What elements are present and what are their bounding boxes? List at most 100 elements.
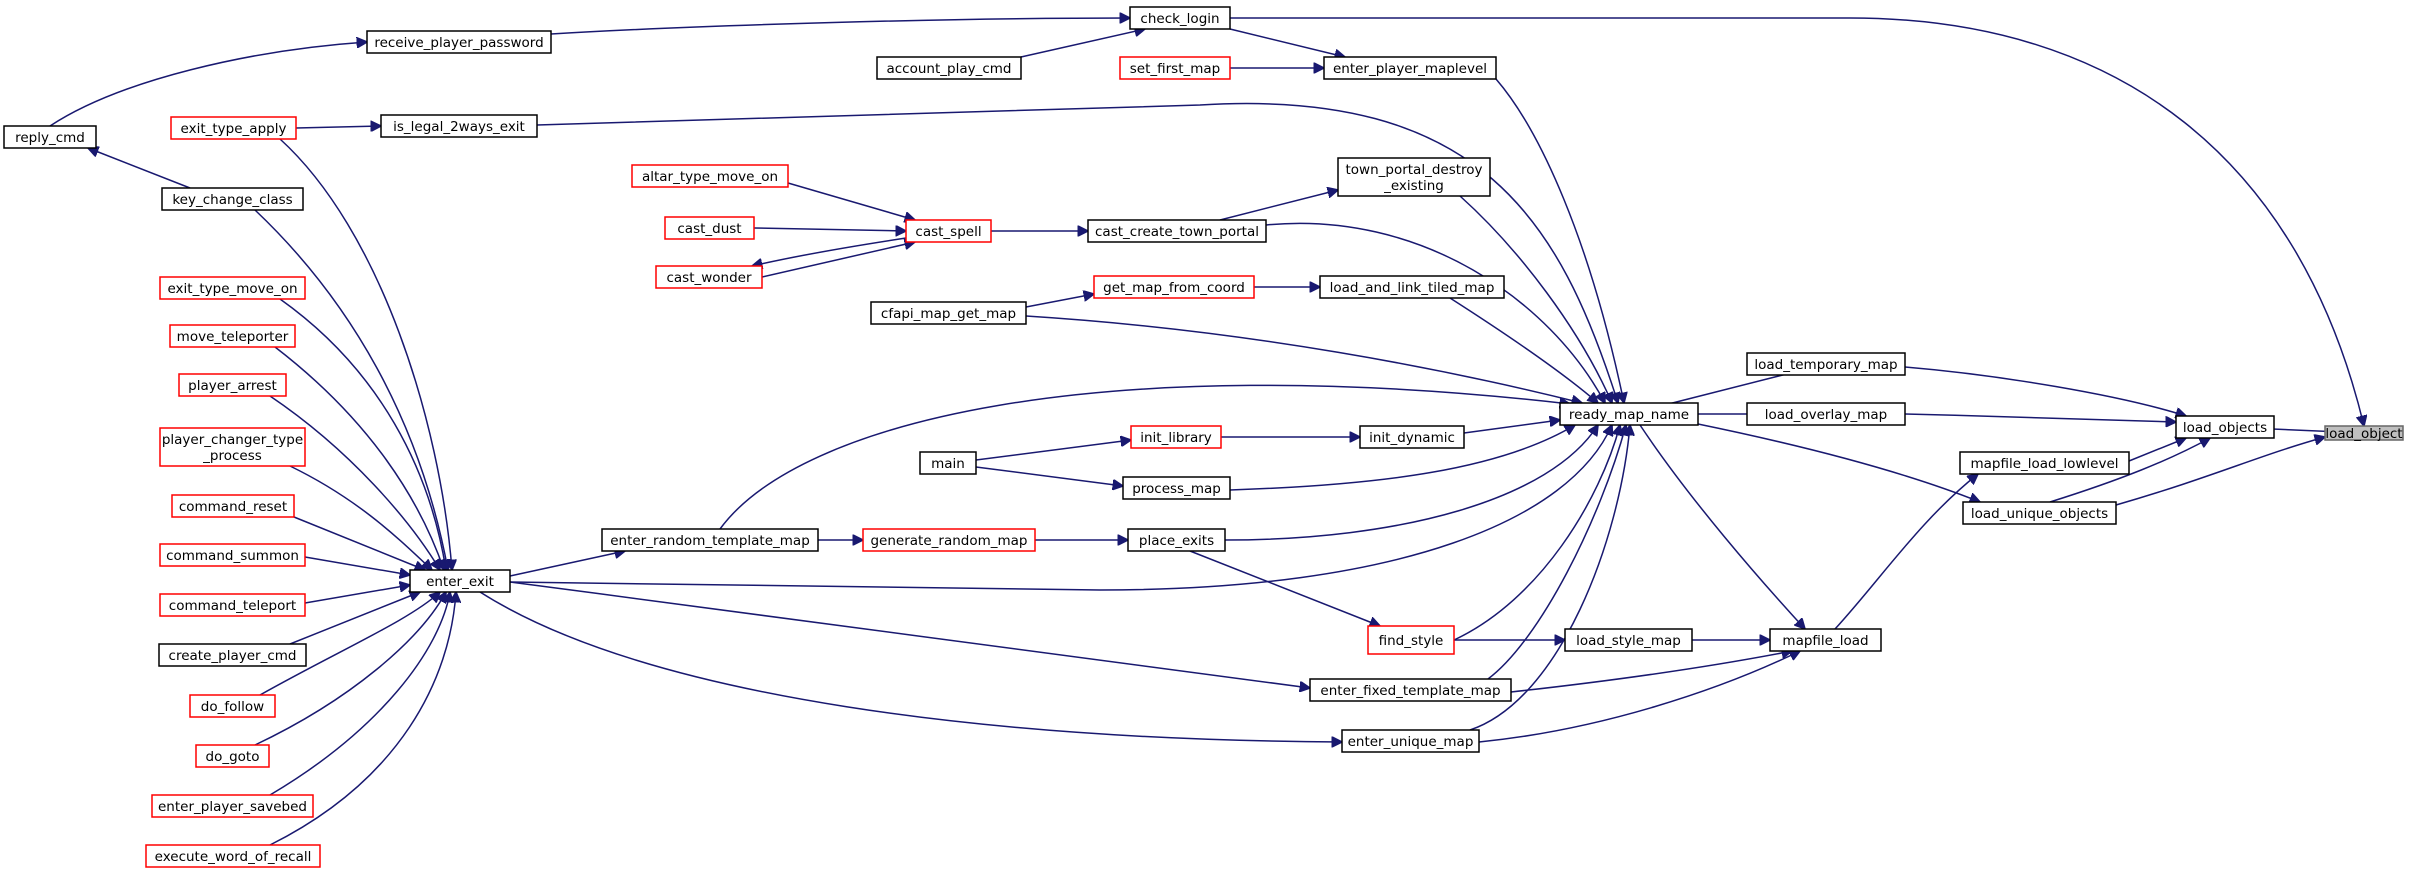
node-box[interactable]: [631, 164, 789, 188]
node-box[interactable]: [664, 216, 755, 240]
node-command-summon[interactable]: command_summon: [159, 543, 306, 567]
node-box[interactable]: [1337, 157, 1491, 197]
node-box[interactable]: [145, 844, 321, 868]
node-mapfile-load-lowlevel[interactable]: mapfile_load_lowlevel: [1959, 451, 2130, 475]
node-process-map[interactable]: process_map: [1122, 476, 1231, 500]
node-command-teleport[interactable]: command_teleport: [159, 593, 306, 617]
node-box[interactable]: [1559, 402, 1699, 426]
node-mapfile-load[interactable]: mapfile_load: [1769, 628, 1882, 652]
node-enter-exit[interactable]: enter_exit: [409, 569, 511, 593]
node-box[interactable]: [655, 265, 763, 289]
node-box[interactable]: [1367, 625, 1455, 655]
node-box[interactable]: [1319, 275, 1505, 299]
node-box[interactable]: [1359, 425, 1465, 449]
node-place-exits[interactable]: place_exits: [1127, 528, 1226, 552]
node-command-reset[interactable]: command_reset: [171, 494, 295, 518]
node-do-follow[interactable]: do_follow: [189, 694, 276, 718]
node-execute-word-of-recall[interactable]: execute_word_of_recall: [145, 844, 321, 868]
node-box[interactable]: [1746, 402, 1906, 426]
node-box[interactable]: [1959, 451, 2130, 475]
node-load-overlay-map[interactable]: load_overlay_map: [1746, 402, 1906, 426]
node-cfapi-map-get-map[interactable]: cfapi_map_get_map: [870, 301, 1027, 325]
node-box[interactable]: [1093, 275, 1255, 299]
node-enter-unique-map[interactable]: enter_unique_map: [1341, 729, 1480, 753]
node-box[interactable]: [151, 794, 314, 818]
node-cast-create-town-portal[interactable]: cast_create_town_portal: [1087, 219, 1267, 243]
node-box[interactable]: [601, 528, 819, 552]
node-exit-type-apply[interactable]: exit_type_apply: [170, 116, 297, 140]
node-enter-fixed-template-map[interactable]: enter_fixed_template_map: [1309, 678, 1512, 702]
node-box[interactable]: [169, 324, 296, 348]
node-box[interactable]: [1119, 56, 1231, 80]
node-is-legal-2ways-exit[interactable]: is_legal_2ways_exit: [380, 114, 538, 138]
node-account-play-cmd[interactable]: account_play_cmd: [876, 56, 1022, 80]
node-main[interactable]: main: [919, 451, 977, 475]
node-box[interactable]: [161, 187, 304, 211]
node-generate-random-map[interactable]: generate_random_map: [862, 528, 1036, 552]
node-receive-player-password[interactable]: receive_player_password: [366, 30, 552, 54]
node-box[interactable]: [1962, 501, 2117, 525]
node-box[interactable]: [158, 643, 307, 667]
node-ready-map-name[interactable]: ready_map_name: [1559, 402, 1699, 426]
node-load-and-link-tiled-map[interactable]: load_and_link_tiled_map: [1319, 275, 1505, 299]
node-player-arrest[interactable]: player_arrest: [178, 373, 287, 397]
node-load-unique-objects[interactable]: load_unique_objects: [1962, 501, 2117, 525]
node-box[interactable]: [1122, 476, 1231, 500]
node-init-library[interactable]: init_library: [1130, 425, 1222, 449]
node-box[interactable]: [1129, 6, 1231, 30]
node-enter-random-template-map[interactable]: enter_random_template_map: [601, 528, 819, 552]
node-load-object[interactable]: load_object: [2324, 425, 2404, 442]
node-box[interactable]: [1323, 56, 1497, 80]
node-box[interactable]: [1769, 628, 1882, 652]
node-box[interactable]: [195, 744, 270, 768]
node-do-goto[interactable]: do_goto: [195, 744, 270, 768]
node-load-objects[interactable]: load_objects: [2175, 415, 2275, 439]
node-set-first-map[interactable]: set_first_map: [1119, 56, 1231, 80]
node-box[interactable]: [159, 543, 306, 567]
node-check-login[interactable]: check_login: [1129, 6, 1231, 30]
node-box[interactable]: [1746, 352, 1906, 376]
node-box[interactable]: [1087, 219, 1267, 243]
node-box[interactable]: [171, 494, 295, 518]
node-box[interactable]: [1341, 729, 1480, 753]
node-box[interactable]: [170, 116, 297, 140]
node-box[interactable]: [2324, 425, 2404, 441]
node-enter-player-maplevel[interactable]: enter_player_maplevel: [1323, 56, 1497, 80]
node-create-player-cmd[interactable]: create_player_cmd: [158, 643, 307, 667]
node-exit-type-move-on[interactable]: exit_type_move_on: [159, 276, 306, 300]
node-player-changer-type-process[interactable]: player_changer_type_process: [159, 427, 306, 467]
node-box[interactable]: [3, 125, 97, 149]
node-move-teleporter[interactable]: move_teleporter: [169, 324, 296, 348]
node-box[interactable]: [159, 276, 306, 300]
node-init-dynamic[interactable]: init_dynamic: [1359, 425, 1465, 449]
node-cast-wonder[interactable]: cast_wonder: [655, 265, 763, 289]
node-box[interactable]: [1130, 425, 1222, 449]
node-box[interactable]: [380, 114, 538, 138]
node-box[interactable]: [905, 219, 992, 243]
node-box[interactable]: [409, 569, 511, 593]
node-box[interactable]: [178, 373, 287, 397]
node-find-style[interactable]: find_style: [1367, 625, 1455, 655]
node-key-change-class[interactable]: key_change_class: [161, 187, 304, 211]
node-enter-player-savebed[interactable]: enter_player_savebed: [151, 794, 314, 818]
node-reply-cmd[interactable]: reply_cmd: [3, 125, 97, 149]
node-box[interactable]: [1309, 678, 1512, 702]
node-town-portal-destroy-existing[interactable]: town_portal_destroy_existing: [1337, 157, 1491, 197]
node-box[interactable]: [862, 528, 1036, 552]
node-altar-type-move-on[interactable]: altar_type_move_on: [631, 164, 789, 188]
node-cast-dust[interactable]: cast_dust: [664, 216, 755, 240]
node-box[interactable]: [159, 593, 306, 617]
node-box[interactable]: [919, 451, 977, 475]
node-box[interactable]: [876, 56, 1022, 80]
node-load-temporary-map[interactable]: load_temporary_map: [1746, 352, 1906, 376]
node-box[interactable]: [2175, 415, 2275, 439]
node-box[interactable]: [1564, 628, 1693, 652]
node-box[interactable]: [366, 30, 552, 54]
node-box[interactable]: [870, 301, 1027, 325]
node-box[interactable]: [159, 427, 306, 467]
node-box[interactable]: [189, 694, 276, 718]
node-box[interactable]: [1127, 528, 1226, 552]
node-load-style-map[interactable]: load_style_map: [1564, 628, 1693, 652]
node-cast-spell[interactable]: cast_spell: [905, 219, 992, 243]
node-get-map-from-coord[interactable]: get_map_from_coord: [1093, 275, 1255, 299]
